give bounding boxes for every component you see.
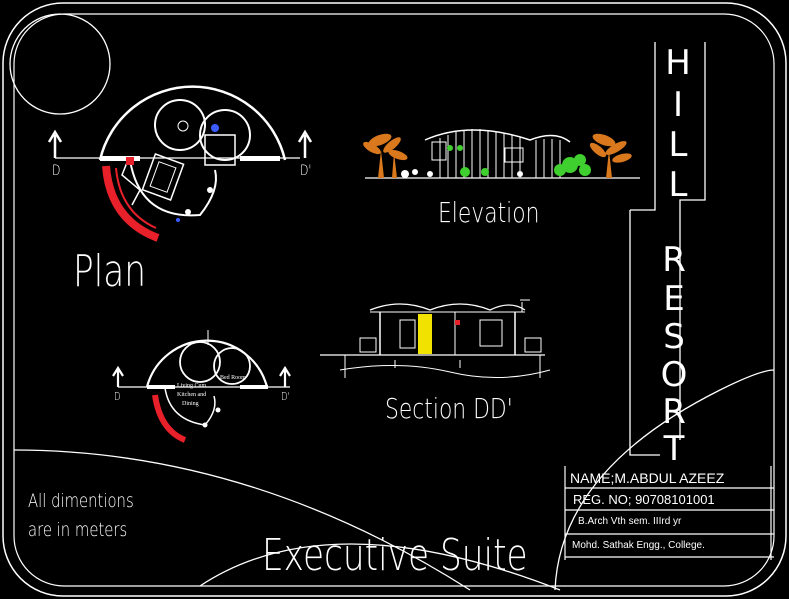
large-plan-drawing [47, 85, 313, 242]
resort-title-letter-l2: L [668, 165, 688, 205]
small-plan-drawing [112, 330, 291, 443]
small-plan-room-label-4: Bed Room [220, 375, 246, 381]
resort-title-letter-e: E [663, 279, 685, 319]
title-block-frame [564, 466, 774, 560]
title-strip-right [679, 42, 706, 440]
section-label: Section DD' [385, 392, 513, 425]
inner-frame [13, 13, 775, 587]
plan-label: Plan [73, 246, 147, 297]
title-block-college: Mohd. Sathak Engg., College. [572, 540, 705, 551]
resort-title-letter-l1: L [668, 125, 688, 165]
sheet-main-title: Executive Suite [262, 530, 528, 581]
resort-title-letter-o: O [660, 355, 688, 395]
small-plan-marker-left: D [114, 390, 121, 403]
resort-title-letter-i: I [672, 85, 684, 125]
elevation-drawing [363, 129, 640, 179]
dimension-note-line1: All dimentions [28, 490, 134, 512]
title-strip [629, 42, 660, 456]
title-block-name: NAME;M.ABDUL AZEEZ [570, 470, 725, 486]
resort-title-letter-r2: R [662, 392, 686, 432]
dimension-note-line2: are in meters [28, 519, 128, 541]
elevation-label: Elevation [438, 196, 540, 229]
bottom-left-arc [13, 449, 471, 591]
resort-title-letter-h: H [665, 43, 691, 83]
plan-marker-left: D [52, 163, 61, 179]
small-plan-room-label-3: Dining [182, 401, 199, 407]
title-block-course: B.Arch Vth sem. IIIrd yr [578, 516, 682, 527]
section-drawing [320, 299, 551, 379]
resort-title-letter-r: R [662, 240, 686, 280]
small-plan-room-label-2: Kitchen and [177, 392, 207, 398]
title-block-reg: REG. NO; 90708101001 [573, 492, 715, 507]
plan-marker-right: D' [300, 163, 312, 179]
corner-circle [9, 13, 111, 115]
bottom-arc [199, 543, 561, 591]
resort-title-letter-s: S [663, 317, 685, 357]
resort-title-letter-t: T [663, 429, 685, 469]
small-plan-marker-right: D' [281, 390, 290, 403]
small-plan-room-label-1: Living Cum [177, 383, 207, 389]
